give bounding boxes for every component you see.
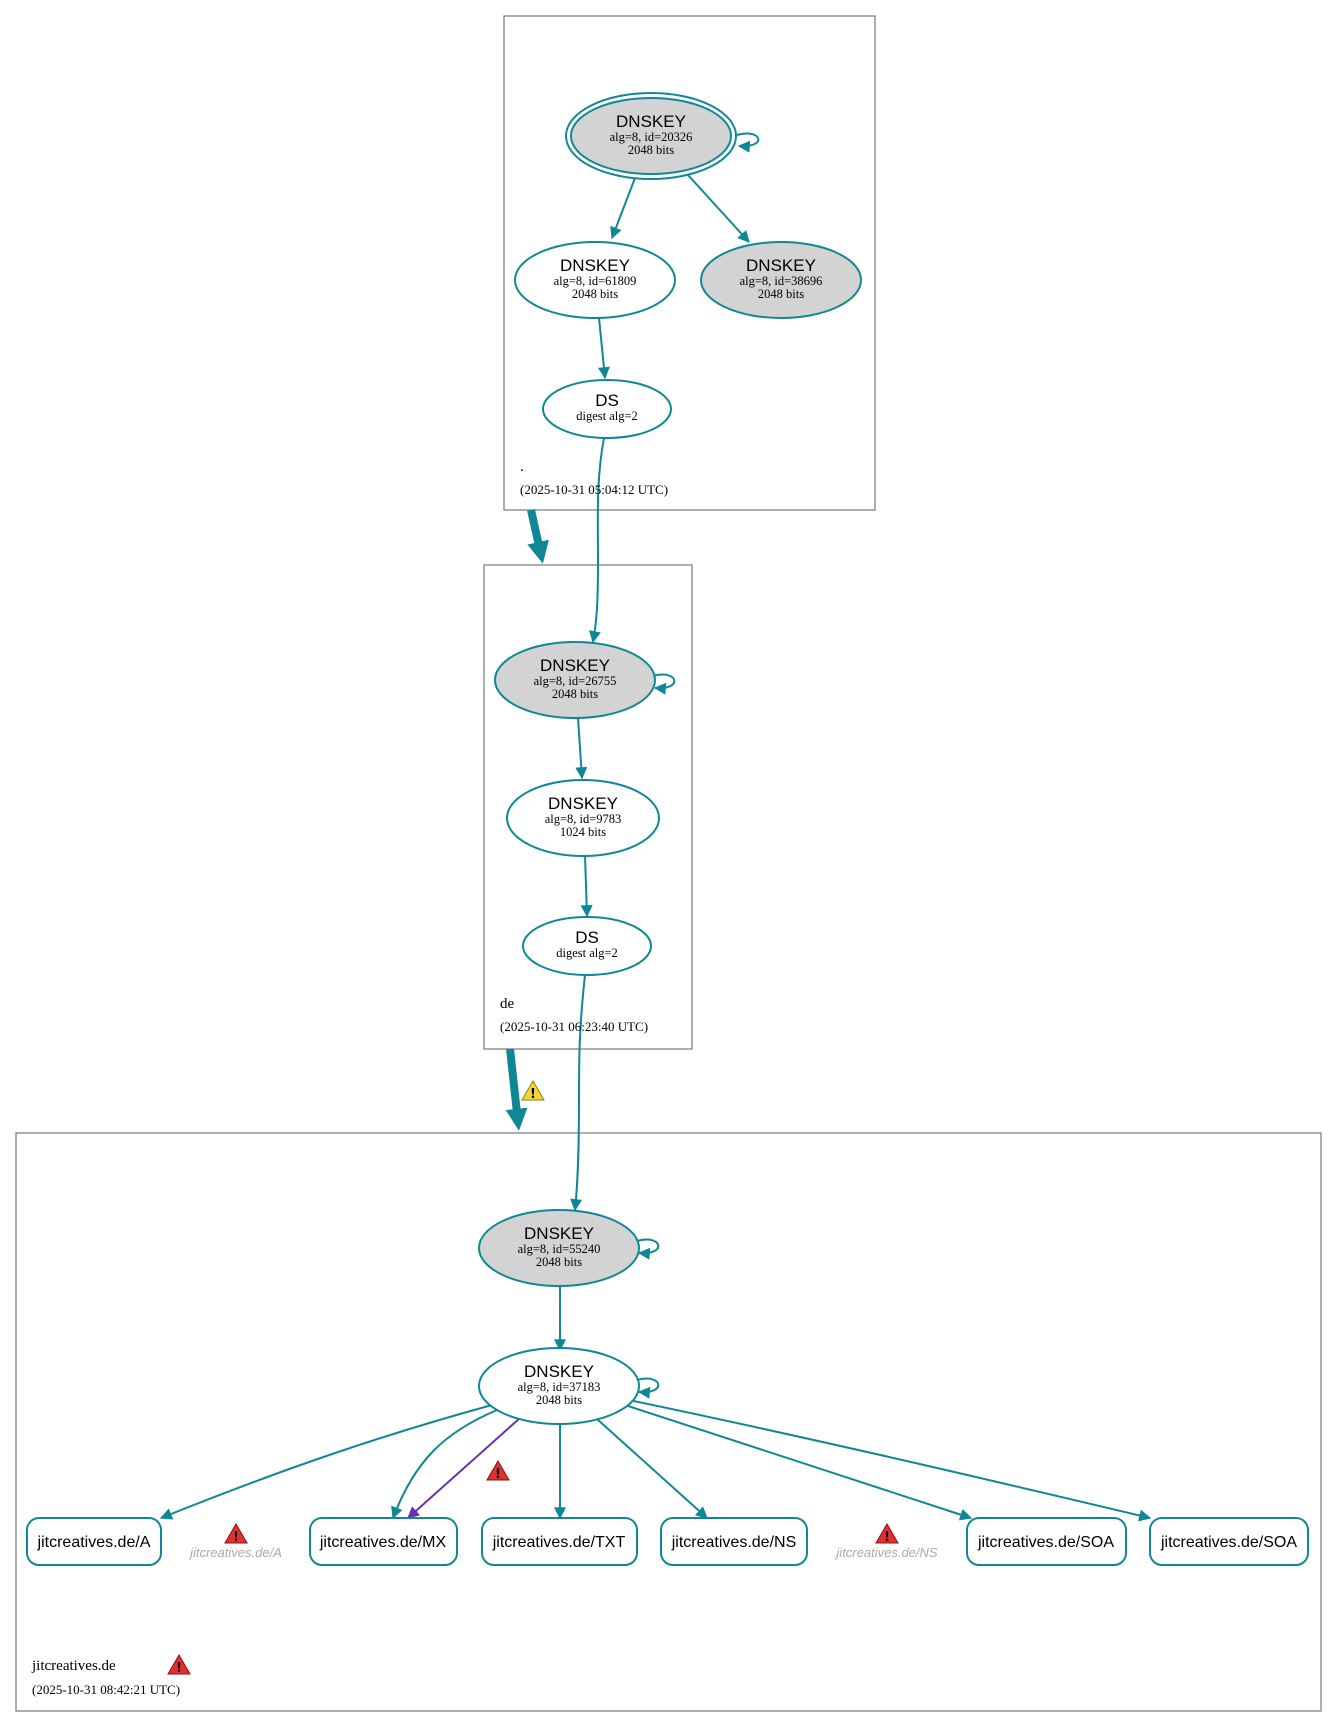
zone-jitcreatives-timestamp: (2025-10-31 08:42:21 UTC) <box>32 1682 180 1697</box>
edge-de-ksk-self <box>652 673 676 695</box>
warning-icon[interactable]: ! <box>521 1080 545 1102</box>
svg-text:!: ! <box>530 1087 536 1102</box>
rrset-node-a[interactable]: jitcreatives.de/A <box>26 1517 162 1566</box>
node-root-ksk-bits: 2048 bits <box>628 143 674 157</box>
edge-jit-zsk-to-a <box>159 1404 493 1520</box>
node-de-ksk[interactable]: DNSKEY alg=8, id=26755 2048 bits <box>494 641 656 719</box>
ghost-record-ns[interactable]: ! jitcreatives.de/NS <box>834 1523 938 1560</box>
edge-de-ksk-to-zsk <box>575 717 588 780</box>
node-jit-zsk-type: DNSKEY <box>524 1362 594 1381</box>
error-icon[interactable]: ! <box>486 1460 510 1482</box>
rrset-label-ns: jitcreatives.de/NS <box>671 1534 797 1551</box>
edge-root-zsk1-to-ds <box>597 317 610 380</box>
node-root-zsk2-type: DNSKEY <box>746 256 816 275</box>
edge-jit-zsk-to-ns <box>596 1418 708 1519</box>
delegation-arrow-de-to-jitcreatives <box>505 1048 528 1131</box>
rrset-label-a: jitcreatives.de/A <box>37 1534 151 1551</box>
rrset-node-soa-1[interactable]: jitcreatives.de/SOA <box>966 1517 1127 1566</box>
node-de-zsk[interactable]: DNSKEY alg=8, id=9783 1024 bits <box>506 779 660 857</box>
rrset-node-ns[interactable]: jitcreatives.de/NS <box>660 1517 808 1566</box>
node-jit-ksk-bits: 2048 bits <box>536 1255 582 1269</box>
rrset-node-mx[interactable]: jitcreatives.de/MX <box>309 1517 458 1566</box>
node-de-ksk-bits: 2048 bits <box>552 687 598 701</box>
zone-de-name: de <box>500 996 515 1012</box>
edge-jit-zsk-to-soa1 <box>624 1404 973 1521</box>
edge-jit-zsk-to-mx <box>391 1409 498 1520</box>
node-jit-zsk[interactable]: DNSKEY alg=8, id=37183 2048 bits <box>478 1347 640 1425</box>
edge-jit-zsk-self <box>636 1377 660 1399</box>
edge-jit-zsk-to-soa2 <box>628 1399 1152 1522</box>
node-jit-zsk-bits: 2048 bits <box>536 1393 582 1407</box>
error-icon <box>875 1523 899 1544</box>
rrset-label-soa-1: jitcreatives.de/SOA <box>977 1534 1114 1551</box>
zone-root-timestamp: (2025-10-31 05:04:12 UTC) <box>520 482 668 497</box>
node-de-ds-detail: digest alg=2 <box>556 946 618 960</box>
zone-jitcreatives-name: jitcreatives.de <box>31 1658 116 1674</box>
rrset-label-mx: jitcreatives.de/MX <box>319 1534 447 1551</box>
svg-text:!: ! <box>884 1530 890 1545</box>
node-jit-ksk[interactable]: DNSKEY alg=8, id=55240 2048 bits <box>478 1209 640 1287</box>
node-de-ds[interactable]: DS digest alg=2 <box>522 916 652 976</box>
node-root-zsk2-detail: alg=8, id=38696 <box>740 274 823 288</box>
edge-jit-zsk-to-mx-error <box>407 1417 521 1519</box>
error-icon <box>224 1523 248 1544</box>
node-root-ksk[interactable]: DNSKEY alg=8, id=20326 2048 bits <box>565 92 737 180</box>
node-root-ksk-type: DNSKEY <box>616 112 686 131</box>
node-root-zsk2[interactable]: DNSKEY alg=8, id=38696 2048 bits <box>700 241 862 319</box>
svg-text:!: ! <box>176 1661 182 1676</box>
node-de-zsk-detail: alg=8, id=9783 <box>545 812 622 826</box>
edge-root-ds-to-de-ksk <box>589 437 605 644</box>
zone-box-jitcreatives <box>15 1132 1322 1712</box>
node-root-zsk1-detail: alg=8, id=61809 <box>554 274 637 288</box>
node-root-ds-type: DS <box>595 391 619 410</box>
node-root-zsk1-bits: 2048 bits <box>572 287 618 301</box>
node-de-ksk-type: DNSKEY <box>540 656 610 675</box>
ghost-record-a[interactable]: ! jitcreatives.de/A <box>188 1523 282 1560</box>
edge-root-ksk-to-zsk1 <box>610 177 636 240</box>
edge-root-ksk-to-zsk2 <box>687 174 750 243</box>
edge-de-zsk-to-ds <box>580 854 593 918</box>
node-root-zsk1-type: DNSKEY <box>560 256 630 275</box>
node-jit-ksk-type: DNSKEY <box>524 1224 594 1243</box>
edge-de-ds-to-jit-ksk <box>570 974 586 1212</box>
zone-root-name: . <box>520 459 524 475</box>
ghost-record-ns-label: jitcreatives.de/NS <box>834 1545 937 1560</box>
delegation-arrow-root-to-de <box>527 509 549 564</box>
node-jit-ksk-detail: alg=8, id=55240 <box>518 1242 601 1256</box>
node-root-ds-detail: digest alg=2 <box>576 409 638 423</box>
zone-error-icon[interactable]: ! <box>167 1654 191 1676</box>
rrset-node-soa-2[interactable]: jitcreatives.de/SOA <box>1149 1517 1309 1566</box>
edge-jit-ksk-self <box>636 1238 660 1260</box>
node-de-zsk-type: DNSKEY <box>548 794 618 813</box>
rrset-label-soa-2: jitcreatives.de/SOA <box>1160 1534 1297 1551</box>
node-de-ds-type: DS <box>575 928 599 947</box>
rrset-label-txt: jitcreatives.de/TXT <box>492 1534 626 1551</box>
svg-text:!: ! <box>495 1467 501 1482</box>
edge-root-ksk-self <box>736 132 760 153</box>
ghost-record-a-label: jitcreatives.de/A <box>188 1545 282 1560</box>
node-root-ds[interactable]: DS digest alg=2 <box>542 379 672 439</box>
rrset-node-txt[interactable]: jitcreatives.de/TXT <box>481 1517 638 1566</box>
node-de-ksk-detail: alg=8, id=26755 <box>534 674 617 688</box>
node-root-zsk1[interactable]: DNSKEY alg=8, id=61809 2048 bits <box>514 241 676 319</box>
node-root-ksk-detail: alg=8, id=20326 <box>610 130 693 144</box>
node-jit-zsk-detail: alg=8, id=37183 <box>518 1380 601 1394</box>
node-root-zsk2-bits: 2048 bits <box>758 287 804 301</box>
node-de-zsk-bits: 1024 bits <box>560 825 606 839</box>
svg-text:!: ! <box>233 1530 239 1545</box>
zone-de-timestamp: (2025-10-31 06:23:40 UTC) <box>500 1019 648 1034</box>
